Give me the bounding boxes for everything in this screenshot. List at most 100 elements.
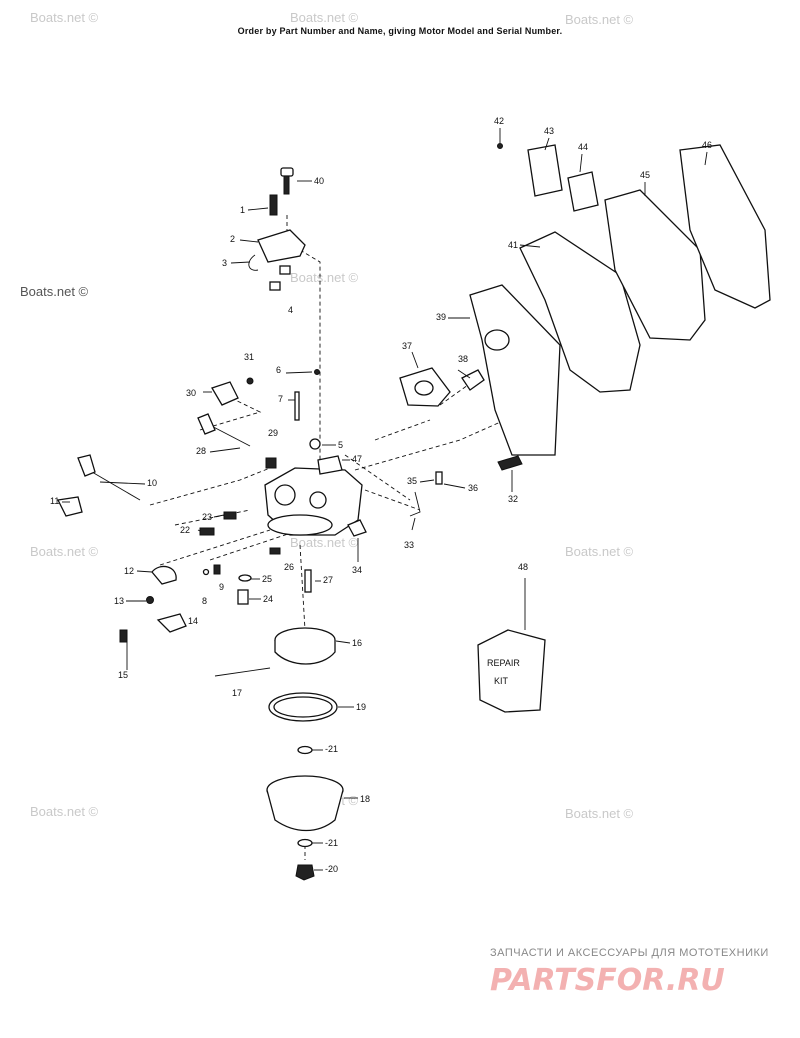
callout-7: 7 bbox=[278, 394, 283, 404]
callout-45: 45 bbox=[640, 170, 650, 180]
needle-6 bbox=[314, 369, 320, 375]
footer-tagline: ЗАПЧАСТИ И АКСЕССУАРЫ ДЛЯ МОТОТЕХНИКИ bbox=[490, 947, 769, 959]
footer-branding: ЗАПЧАСТИ И АКСЕССУАРЫ ДЛЯ МОТОТЕХНИКИ PA… bbox=[490, 947, 769, 998]
callout-16: 16 bbox=[352, 638, 362, 648]
screw-40 bbox=[280, 167, 294, 177]
ball-8 bbox=[202, 568, 210, 576]
callout-36: 36 bbox=[468, 483, 478, 493]
throttle-shaft-screw-assembly bbox=[248, 167, 306, 291]
callout-19: 19 bbox=[356, 702, 366, 712]
float-bowl-stack bbox=[214, 627, 344, 881]
callout-34: 34 bbox=[352, 565, 362, 575]
repair-kit: REPAIR KIT bbox=[477, 629, 546, 713]
callout-46: 46 bbox=[702, 140, 712, 150]
callout-30: 30 bbox=[186, 388, 196, 398]
callout-10: 10 bbox=[147, 478, 157, 488]
ball-5 bbox=[309, 438, 321, 450]
footer-logo: PARTSFOR.RU bbox=[490, 963, 725, 998]
gasket-41 bbox=[519, 231, 641, 393]
callout-31: 31 bbox=[244, 352, 254, 362]
callout-21b: -21 bbox=[325, 838, 338, 848]
callout-6: 6 bbox=[276, 365, 281, 375]
pin-17 bbox=[214, 667, 271, 677]
callout-21a: -21 bbox=[325, 744, 338, 754]
watermark-text: Boats.net © bbox=[565, 806, 634, 821]
callout-24: 24 bbox=[263, 594, 273, 604]
cam-30 bbox=[211, 381, 239, 406]
assembly-lines bbox=[149, 215, 526, 860]
lever-28 bbox=[197, 413, 216, 435]
spring-29 bbox=[265, 457, 277, 469]
stop-44 bbox=[567, 171, 599, 212]
callout-3: 3 bbox=[222, 258, 227, 268]
spring-clip-3 bbox=[248, 254, 259, 271]
callout-13: 13 bbox=[114, 596, 124, 606]
screw-13 bbox=[146, 596, 154, 604]
callout-4: 4 bbox=[288, 305, 293, 315]
callout-28: 28 bbox=[196, 446, 206, 456]
callout-32: 32 bbox=[508, 494, 518, 504]
plug-24 bbox=[237, 589, 249, 605]
clip-11 bbox=[57, 496, 83, 517]
washer-21a bbox=[297, 745, 313, 755]
screw-31 bbox=[246, 377, 254, 385]
linkage-parts bbox=[57, 377, 443, 643]
bowl-18-body bbox=[266, 789, 344, 832]
callout-38: 38 bbox=[458, 354, 468, 364]
screw-20 bbox=[295, 864, 315, 881]
callout-26: 26 bbox=[284, 562, 294, 572]
cover-46 bbox=[679, 144, 771, 309]
callout-33: 33 bbox=[404, 540, 414, 550]
callout-17: 17 bbox=[232, 688, 242, 698]
manifold-39-port bbox=[484, 329, 510, 351]
spring-9 bbox=[213, 564, 221, 575]
callout-15: 15 bbox=[118, 670, 128, 680]
callout-5: 5 bbox=[338, 440, 343, 450]
spring-23 bbox=[223, 511, 237, 520]
fitting-47 bbox=[317, 455, 343, 475]
carburetor-bore bbox=[274, 484, 296, 506]
wire-33 bbox=[409, 491, 421, 517]
clip-14 bbox=[156, 613, 187, 633]
callout-47: 47 bbox=[352, 454, 362, 464]
callout-22: 22 bbox=[180, 525, 190, 535]
screw-1 bbox=[269, 194, 278, 216]
manifold-assembly bbox=[399, 143, 771, 471]
screw-22 bbox=[199, 527, 215, 536]
lever-10 bbox=[77, 454, 96, 477]
watermark-text: Boats.net © bbox=[565, 12, 634, 27]
repair-kit-label: KIT bbox=[494, 676, 509, 686]
valve-43 bbox=[527, 144, 563, 197]
needle-7 bbox=[294, 391, 300, 421]
screw-32 bbox=[497, 455, 523, 471]
callout-18: 18 bbox=[360, 794, 370, 804]
repair-kit-box bbox=[477, 629, 546, 713]
watermark-text: Boats.net © bbox=[20, 284, 89, 299]
screw-26 bbox=[269, 547, 281, 555]
callout-39: 39 bbox=[436, 312, 446, 322]
callout-41: 41 bbox=[508, 240, 518, 250]
callout-42: 42 bbox=[494, 116, 504, 126]
needle-27 bbox=[304, 569, 312, 593]
gasket-37-hole bbox=[414, 380, 434, 396]
watermark-text: Boats.net © bbox=[290, 270, 359, 285]
callout-48: 48 bbox=[518, 562, 528, 572]
callout-1: 1 bbox=[240, 205, 245, 215]
pin-35 bbox=[435, 471, 443, 485]
repair-kit-label: REPAIR bbox=[487, 658, 520, 668]
cam-12 bbox=[151, 565, 177, 585]
screw-42 bbox=[497, 143, 503, 149]
callout-23: 23 bbox=[202, 512, 212, 522]
callout-35: 35 bbox=[407, 476, 417, 486]
fitting-38 bbox=[461, 369, 485, 391]
callout-27: 27 bbox=[323, 575, 333, 585]
order-instruction: Order by Part Number and Name, giving Mo… bbox=[237, 26, 563, 36]
gasket-19-inner bbox=[273, 696, 333, 718]
callout-29: 29 bbox=[268, 428, 278, 438]
nut-34 bbox=[347, 519, 367, 537]
washer-21b bbox=[297, 838, 313, 848]
callout-9: 9 bbox=[219, 582, 224, 592]
watermark-text: Boats.net © bbox=[30, 804, 99, 819]
callout-labels: 1 2 3 4 5 6 7 8 9 10 11 12 13 14 15 16 1… bbox=[50, 116, 712, 874]
